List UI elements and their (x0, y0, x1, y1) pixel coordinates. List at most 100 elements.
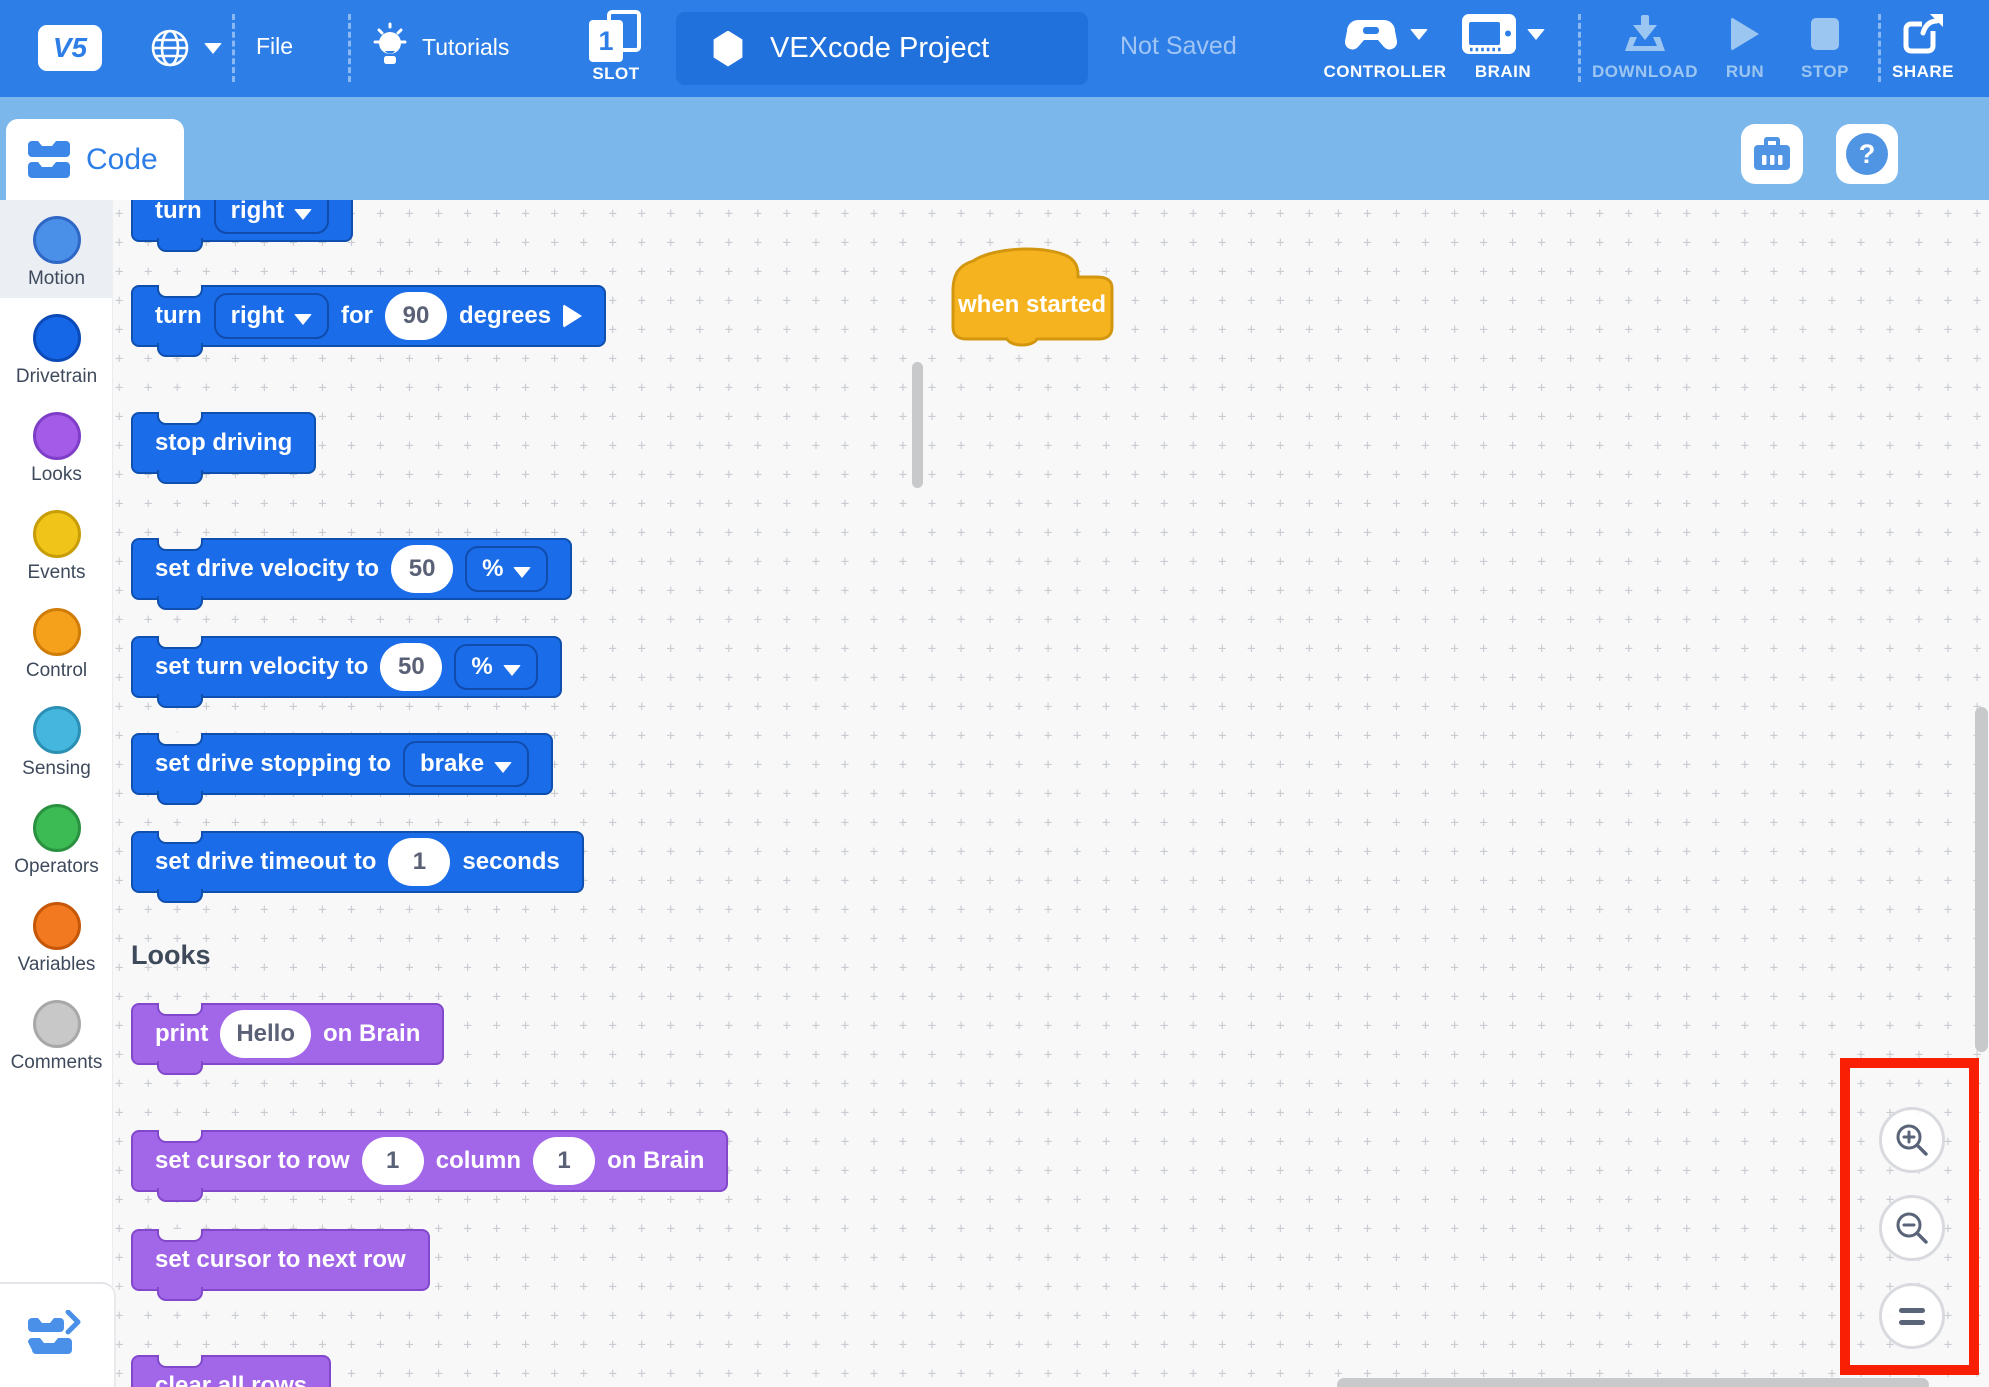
zoom-reset-icon (1899, 1307, 1925, 1325)
block-turn-for-degrees[interactable]: turn right for 90 degrees (131, 285, 607, 357)
slot-selector[interactable]: 1 SLOT (585, 8, 647, 84)
play-icon (1731, 17, 1759, 51)
direction-dropdown[interactable]: right (213, 293, 329, 339)
vex-logo[interactable]: V5 (38, 25, 102, 71)
row-input[interactable]: 1 (361, 1137, 424, 1185)
run-button[interactable]: RUN (1680, 10, 1810, 82)
category-label: Operators (14, 856, 99, 877)
run-label: RUN (1725, 62, 1765, 81)
tutorials-label: Tutorials (422, 33, 510, 60)
tutorials-button[interactable]: Tutorials (372, 22, 509, 72)
block-when-started[interactable]: when started (950, 243, 1118, 347)
project-name-button[interactable]: VEXcode Project (676, 12, 1088, 85)
stopping-dropdown[interactable]: brake (403, 741, 530, 787)
globe-icon (151, 29, 189, 67)
block-notch (157, 343, 203, 357)
degrees-input[interactable]: 90 (384, 292, 447, 340)
vex-logo-text: V5 (52, 32, 88, 63)
block-set-drive-timeout[interactable]: set drive timeout to 1 seconds (131, 831, 584, 903)
block-turn[interactable]: turn right (131, 200, 353, 252)
canvas-vertical-scrollbar[interactable] (1975, 707, 1988, 1052)
chevron-down-icon (502, 664, 521, 676)
chevron-down-icon (1527, 28, 1545, 40)
hat-block-label: when started (957, 291, 1107, 318)
category-circle (32, 314, 81, 362)
chevron-down-icon (204, 42, 222, 54)
category-label: Control (25, 660, 88, 681)
print-text-input[interactable]: Hello (220, 1010, 312, 1058)
hat-block-shape (951, 247, 1114, 347)
toolbox-icon (1754, 137, 1790, 170)
canvas-horizontal-scrollbar[interactable] (1337, 1378, 1929, 1387)
block-notch (157, 889, 203, 903)
zoom-out-icon (1896, 1212, 1928, 1244)
category-circle (32, 412, 81, 460)
block-notch (157, 1355, 203, 1368)
sidebar-item-control[interactable]: Control (0, 592, 113, 690)
blockly-workspace[interactable]: ++++++++++++++++++++++++++++++++++++++++… (113, 200, 1989, 1387)
sidebar-item-variables[interactable]: Variables (0, 886, 113, 984)
language-menu[interactable] (148, 26, 222, 70)
block-notch (157, 791, 203, 805)
sidebar-item-drivetrain[interactable]: Drivetrain (0, 298, 113, 396)
block-notch (157, 1287, 203, 1301)
block-notch (157, 1229, 203, 1242)
block-set-cursor-row-column[interactable]: set cursor to row 1 column 1 on Brain (131, 1130, 729, 1202)
file-menu[interactable]: File (256, 33, 294, 59)
block-text: set drive velocity to (155, 555, 380, 582)
slot-number: 1 (598, 25, 614, 56)
category-circle (32, 216, 81, 264)
sidebar-item-sensing[interactable]: Sensing (0, 690, 113, 788)
stop-button[interactable]: STOP (1760, 10, 1890, 82)
category-label: Drivetrain (15, 366, 98, 387)
block-text: for (340, 302, 373, 329)
top-menu-bar: V5 File (0, 0, 1989, 97)
velocity-input[interactable]: 50 (391, 545, 454, 593)
unit-dropdown[interactable]: % (454, 644, 538, 690)
help-button[interactable]: ? (1836, 124, 1898, 184)
block-notch (157, 733, 203, 746)
category-circle (32, 1000, 81, 1048)
block-set-drive-velocity[interactable]: set drive velocity to 50 % (131, 538, 573, 610)
brain-button[interactable]: BRAIN (1438, 10, 1568, 82)
sidebar-item-comments[interactable]: Comments (0, 984, 113, 1082)
zoom-out-button[interactable] (1879, 1195, 1945, 1261)
download-label: DOWNLOAD (1592, 62, 1698, 81)
block-text: clear all rows (155, 1372, 308, 1387)
block-clear-all-rows[interactable]: clear all rows (131, 1355, 332, 1387)
palette-scrollbar[interactable] (912, 362, 923, 488)
palette-collapse-panel (0, 1282, 116, 1387)
download-button[interactable]: DOWNLOAD (1575, 10, 1715, 82)
chevron-down-icon (293, 313, 312, 325)
sidebar-item-looks[interactable]: Looks (0, 396, 113, 494)
block-text: set cursor to row (155, 1147, 350, 1174)
sidebar-item-motion[interactable]: Motion (0, 200, 113, 298)
sidebar-item-events[interactable]: Events (0, 494, 113, 592)
sidebar-item-operators[interactable]: Operators (0, 788, 113, 886)
tab-code[interactable]: Code (6, 119, 184, 200)
expand-arrow-icon[interactable] (563, 304, 583, 328)
block-print-on-brain[interactable]: print Hello on Brain (131, 1003, 445, 1075)
zoom-in-button[interactable] (1879, 1107, 1945, 1173)
velocity-input[interactable]: 50 (380, 643, 443, 691)
unit-dropdown[interactable]: % (465, 546, 549, 592)
brain-icon (1462, 14, 1516, 54)
block-text: set turn velocity to (155, 653, 369, 680)
block-text: seconds (462, 848, 560, 875)
block-notch (157, 470, 203, 484)
question-mark-icon: ? (1846, 133, 1888, 175)
collapse-palette-icon[interactable] (26, 1310, 86, 1366)
block-set-turn-velocity[interactable]: set turn velocity to 50 % (131, 636, 562, 708)
block-notch (157, 596, 203, 610)
column-input[interactable]: 1 (533, 1137, 596, 1185)
category-circle (32, 608, 81, 656)
direction-dropdown[interactable]: right (213, 200, 329, 234)
block-stop-driving[interactable]: stop driving (131, 412, 317, 484)
zoom-reset-button[interactable] (1879, 1283, 1945, 1349)
share-button[interactable]: SHARE (1858, 10, 1988, 82)
block-set-drive-stopping[interactable]: set drive stopping to brake (131, 733, 554, 805)
controller-button[interactable]: CONTROLLER (1315, 10, 1455, 82)
block-set-cursor-next-row[interactable]: set cursor to next row (131, 1229, 430, 1301)
timeout-input[interactable]: 1 (388, 838, 451, 886)
device-manager-button[interactable] (1741, 124, 1803, 184)
